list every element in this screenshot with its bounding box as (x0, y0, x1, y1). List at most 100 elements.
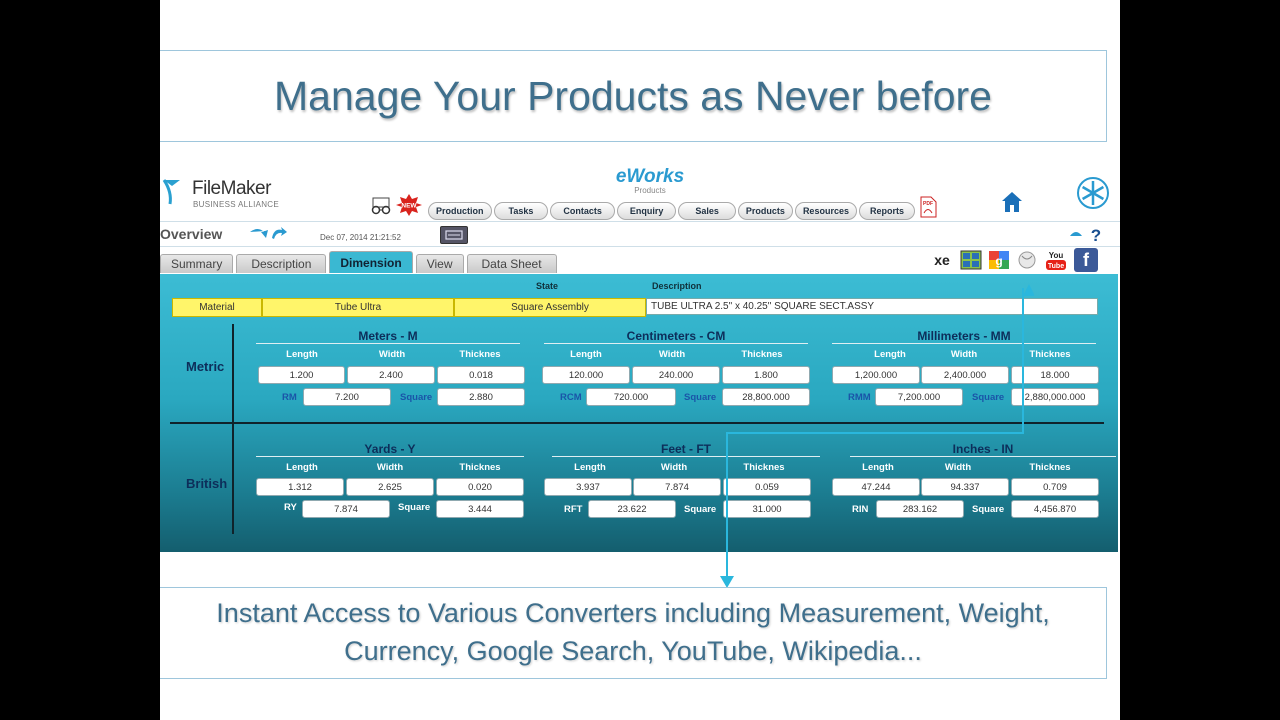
nav-products[interactable]: Products (737, 202, 793, 220)
length-value[interactable]: 1.312 (256, 478, 344, 496)
nav-production[interactable]: Production (428, 202, 492, 220)
svg-text:Tube: Tube (1048, 263, 1064, 270)
col-thickness: Thicknes (459, 462, 501, 473)
tab-bar: Summary Description Dimension View Data … (160, 251, 557, 273)
col-width: Width (660, 462, 688, 473)
col-width: Width (950, 349, 978, 360)
xe-currency-icon[interactable]: xe (930, 250, 954, 270)
thickness-value[interactable]: 18.000 (1011, 366, 1099, 384)
svg-text:g: g (995, 254, 1002, 268)
square-value[interactable]: 2.880 (437, 388, 525, 406)
new-badge-icon[interactable]: NEW (396, 194, 422, 216)
nav-tasks[interactable]: Tasks (493, 202, 549, 220)
square-value[interactable]: 28,800.000 (722, 388, 810, 406)
group-title: Meters - M (256, 329, 520, 344)
nav-resources[interactable]: Resources (794, 202, 857, 220)
dimension-panel: State Description Material Tube Ultra Sq… (160, 274, 1118, 552)
tab-dimension[interactable]: Dimension (329, 251, 413, 273)
description-field[interactable]: TUBE ULTRA 2.5" x 40.25" SQUARE SECT.ASS… (646, 298, 1098, 315)
eworks-sub: Products (634, 186, 666, 195)
thickness-value[interactable]: 0.020 (436, 478, 524, 496)
tab-summary[interactable]: Summary (160, 254, 234, 273)
group-title: Millimeters - MM (832, 329, 1096, 344)
nav-reports[interactable]: Reports (858, 202, 915, 220)
width-value[interactable]: 7.874 (633, 478, 721, 496)
headline: Manage Your Products as Never before (274, 73, 992, 119)
tab-description[interactable]: Description (236, 254, 327, 273)
glasses-icon[interactable] (370, 196, 392, 216)
window-button-icon[interactable] (440, 226, 468, 244)
col-thickness: Thicknes (1029, 462, 1071, 473)
toolbar-divider (160, 246, 1120, 247)
filemaker-name: FileMaker (192, 178, 271, 199)
svg-text:?: ? (1091, 226, 1101, 244)
width-value[interactable]: 2,400.000 (921, 366, 1009, 384)
nav-contacts[interactable]: Contacts (550, 202, 615, 220)
length-value[interactable]: 120.000 (542, 366, 630, 384)
thickness-value[interactable]: 1.800 (722, 366, 810, 384)
unit-label: RIN (852, 504, 869, 515)
british-label: British (186, 476, 228, 491)
state-label: State (536, 281, 559, 291)
nav-enquiry[interactable]: Enquiry (616, 202, 677, 220)
tube-field[interactable]: Tube Ultra (262, 298, 454, 317)
square-value[interactable]: 2,880,000.000 (1011, 388, 1099, 406)
square-label: Square (684, 504, 717, 515)
back-forward-arrows-icon[interactable] (248, 226, 288, 242)
filemaker-sub: BUSINESS ALLIANCE (193, 200, 280, 209)
svg-text:PDF: PDF (923, 201, 933, 207)
help-icon[interactable]: ? (1066, 226, 1106, 244)
square-value[interactable]: 3.444 (436, 500, 524, 518)
home-icon[interactable] (1000, 190, 1024, 214)
calculator-icon[interactable] (960, 250, 982, 270)
eworks-brand: eWorks Products (600, 166, 700, 195)
metric-divider (232, 324, 234, 422)
length-value[interactable]: 47.244 (832, 478, 920, 496)
xe-label: xe (934, 252, 950, 268)
group-title: Centimeters - CM (544, 329, 808, 344)
col-length: Length (862, 462, 894, 473)
facebook-icon[interactable]: f (1074, 248, 1098, 272)
main-nav: Production Tasks Contacts Enquiry Sales … (428, 196, 939, 220)
unit-label: RMM (848, 392, 871, 403)
caption-line-1: Instant Access to Various Converters inc… (216, 598, 1050, 628)
width-value[interactable]: 94.337 (921, 478, 1009, 496)
group-title: Inches - IN (850, 442, 1116, 457)
unit-value[interactable]: 7.200 (303, 388, 391, 406)
length-value[interactable]: 1.200 (258, 366, 345, 384)
unit-value[interactable]: 23.622 (588, 500, 676, 518)
caption-box: Instant Access to Various Converters inc… (160, 587, 1107, 679)
google-icon[interactable]: g (988, 250, 1010, 270)
nav-sales[interactable]: Sales (678, 202, 736, 220)
tab-data-sheet[interactable]: Data Sheet (466, 254, 557, 273)
snowflake-logo-icon (1076, 176, 1110, 210)
width-value[interactable]: 240.000 (632, 366, 720, 384)
unit-value[interactable]: 7,200.000 (875, 388, 963, 406)
unit-label: RCM (560, 392, 582, 403)
caption-line-2: Currency, Google Search, YouTube, Wikipe… (344, 636, 922, 666)
col-thickness: Thicknes (1029, 349, 1071, 360)
square-value[interactable]: 31.000 (723, 500, 811, 518)
col-length: Length (286, 349, 318, 360)
square-label: Square (398, 502, 431, 513)
unit-value[interactable]: 720.000 (586, 388, 676, 406)
length-value[interactable]: 1,200.000 (832, 366, 920, 384)
group-title: Yards - Y (256, 442, 524, 457)
annotation-arrowheads-icon (720, 284, 1034, 588)
unit-value[interactable]: 7.874 (302, 500, 390, 518)
col-length: Length (574, 462, 606, 473)
thickness-value[interactable]: 0.018 (437, 366, 525, 384)
wikipedia-icon[interactable] (1016, 250, 1038, 270)
pdf-icon[interactable]: PDF (917, 196, 939, 218)
square-value[interactable]: 4,456.870 (1011, 500, 1099, 518)
unit-value[interactable]: 283.162 (876, 500, 964, 518)
width-value[interactable]: 2.400 (347, 366, 435, 384)
tab-view[interactable]: View (415, 254, 464, 273)
state-field[interactable]: Square Assembly (454, 298, 646, 317)
material-field[interactable]: Material (172, 298, 262, 317)
thickness-value[interactable]: 0.059 (723, 478, 811, 496)
width-value[interactable]: 2.625 (346, 478, 434, 496)
length-value[interactable]: 3.937 (544, 478, 632, 496)
thickness-value[interactable]: 0.709 (1011, 478, 1099, 496)
